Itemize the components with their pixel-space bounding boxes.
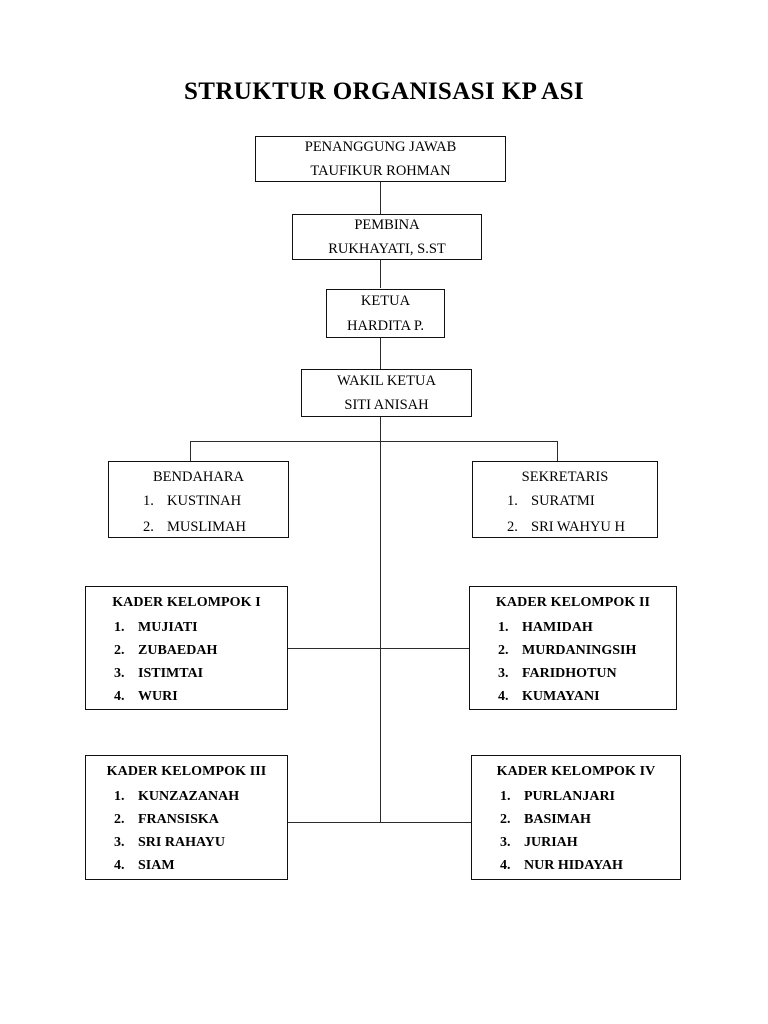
- list-item: SURATMI: [507, 493, 595, 509]
- connector-penanggungjawab-pembina: [380, 182, 382, 214]
- list-item: MUJIATI: [114, 620, 198, 636]
- connector-kader-row-1: [287, 648, 470, 650]
- list-item: KUNZAZANAH: [114, 789, 240, 805]
- kader-kelompok-1-member-list: MUJIATI ZUBAEDAH ISTIMTAI WURI: [86, 620, 287, 705]
- kader-kelompok-1-title: KADER KELOMPOK I: [112, 595, 261, 610]
- node-ketua[interactable]: KETUA HARDITA P.: [326, 289, 445, 338]
- list-item: HAMIDAH: [498, 620, 593, 636]
- ketua-name: HARDITA P.: [347, 317, 424, 334]
- node-kader-kelompok-3[interactable]: KADER KELOMPOK III KUNZAZANAH FRANSISKA …: [85, 755, 288, 880]
- kader-kelompok-3-title: KADER KELOMPOK III: [106, 764, 267, 779]
- sekretaris-member-list: SURATMI SRI WAHYU H: [473, 494, 657, 534]
- bendahara-role: BENDAHARA: [152, 469, 245, 485]
- connector-main-spine: [380, 441, 382, 823]
- node-kader-kelompok-2[interactable]: KADER KELOMPOK II HAMIDAH MURDANINGSIH F…: [469, 586, 677, 710]
- list-item: FARIDHOTUN: [498, 666, 617, 682]
- sekretaris-role: SEKRETARIS: [521, 469, 609, 485]
- list-item: MURDANINGSIH: [498, 643, 637, 659]
- list-item: KUMAYANI: [498, 689, 600, 705]
- connector-ketua-wakilketua: [380, 338, 382, 369]
- pembina-name: RUKHAYATI, S.ST: [328, 241, 446, 257]
- bendahara-member-list: KUSTINAH MUSLIMAH: [109, 494, 288, 534]
- list-item: JURIAH: [500, 835, 578, 851]
- list-item: ISTIMTAI: [114, 666, 204, 682]
- kader-kelompok-4-member-list: PURLANJARI BASIMAH JURIAH NUR HIDAYAH: [472, 789, 680, 874]
- list-item: FRANSISKA: [114, 812, 219, 828]
- wakil-ketua-name: SITI ANISAH: [344, 397, 429, 413]
- list-item: SRI WAHYU H: [507, 518, 625, 535]
- list-item: ZUBAEDAH: [114, 643, 218, 659]
- list-item: PURLANJARI: [500, 789, 615, 805]
- node-sekretaris[interactable]: SEKRETARIS SURATMI SRI WAHYU H: [472, 461, 658, 538]
- list-item: WURI: [114, 689, 178, 705]
- connector-kader-row-2: [287, 822, 472, 824]
- node-penanggung-jawab[interactable]: PENANGGUNG JAWAB TAUFIKUR ROHMAN: [255, 136, 506, 182]
- list-item: BASIMAH: [500, 812, 591, 828]
- kader-kelompok-4-title: KADER KELOMPOK IV: [496, 764, 656, 779]
- node-kader-kelompok-4[interactable]: KADER KELOMPOK IV PURLANJARI BASIMAH JUR…: [471, 755, 681, 880]
- node-pembina[interactable]: PEMBINA RUKHAYATI, S.ST: [292, 214, 482, 260]
- pembina-role: PEMBINA: [354, 216, 420, 233]
- list-item: SRI RAHAYU: [114, 835, 226, 851]
- node-bendahara[interactable]: BENDAHARA KUSTINAH MUSLIMAH: [108, 461, 289, 538]
- kader-kelompok-2-title: KADER KELOMPOK II: [495, 595, 651, 610]
- list-item: KUSTINAH: [143, 493, 242, 509]
- kader-kelompok-2-member-list: HAMIDAH MURDANINGSIH FARIDHOTUN KUMAYANI: [470, 620, 676, 705]
- penanggung-jawab-name: TAUFIKUR ROHMAN: [310, 163, 451, 179]
- connector-wakilketua-branch: [380, 417, 382, 442]
- connector-branch-sekretaris: [557, 441, 559, 462]
- wakil-ketua-role: WAKIL KETUA: [337, 372, 436, 389]
- connector-branch-bendahara: [190, 441, 192, 462]
- list-item: MUSLIMAH: [143, 518, 246, 535]
- kader-kelompok-3-member-list: KUNZAZANAH FRANSISKA SRI RAHAYU SIAM: [86, 789, 287, 874]
- node-kader-kelompok-1[interactable]: KADER KELOMPOK I MUJIATI ZUBAEDAH ISTIMT…: [85, 586, 288, 710]
- connector-pembina-ketua: [380, 260, 382, 288]
- page-title: STRUKTUR ORGANISASI KP ASI: [183, 78, 585, 105]
- list-item: SIAM: [114, 858, 175, 874]
- penanggung-jawab-role: PENANGGUNG JAWAB: [304, 138, 457, 155]
- connector-branch-bar: [190, 441, 558, 443]
- node-wakil-ketua[interactable]: WAKIL KETUA SITI ANISAH: [301, 369, 472, 417]
- list-item: NUR HIDAYAH: [500, 858, 623, 874]
- ketua-role: KETUA: [360, 293, 411, 309]
